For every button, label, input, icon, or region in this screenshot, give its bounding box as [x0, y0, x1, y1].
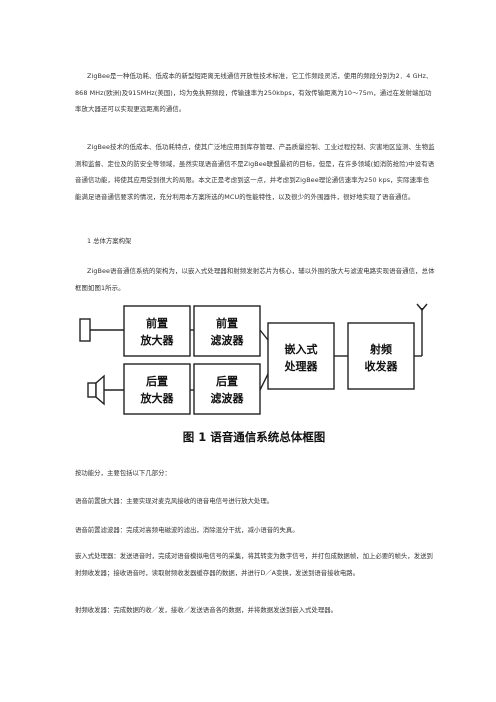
- post-filter-line2: 滤波器: [211, 391, 245, 405]
- pre-filter-line1: 前置: [216, 316, 238, 330]
- architecture-paragraph: ZigBee语音通信系统的架构为，以嵌入式处理器和射频发射芯片为核心，辅以外围的…: [75, 267, 435, 292]
- speaker-icon: [87, 374, 124, 406]
- pre-amp-line2: 放大器: [140, 333, 175, 347]
- rf-block: [347, 322, 415, 390]
- pre-amp-block: [123, 305, 191, 357]
- pre-amp-description: 语音前置放大器：主要实现对麦克风接收的语音电信号进行放大处理。: [75, 497, 274, 505]
- pre-filter-description: 语音前置滤波器：完成对高频电磁波的滤出，消除混分干扰，减小语音的失真。: [75, 526, 299, 534]
- intro-paragraph: ZigBee是一种低功耗、低成本的新型短距离无线通信开放性技术标准，它工作频段灵…: [75, 72, 433, 113]
- processor-block: [267, 322, 335, 390]
- rf-line1: 射频: [369, 342, 392, 356]
- pre-filter-block: [193, 305, 261, 357]
- pre-filter-line2: 滤波器: [211, 333, 245, 347]
- post-amp-block: [123, 363, 191, 415]
- section-heading: 1 总体方案构架: [87, 237, 132, 245]
- processor-line2: 处理器: [284, 359, 319, 373]
- post-amp-line1: 后置: [146, 374, 168, 388]
- post-amp-line2: 放大器: [140, 391, 175, 405]
- pre-amp-line1: 前置: [146, 316, 168, 330]
- post-filter-line1: 后置: [216, 374, 238, 388]
- application-paragraph: ZigBee技术的低成本、低功耗特点，使其广泛地应用到库存管理、产品质量控制、工…: [75, 143, 435, 201]
- figure-caption: 图 1 语音通信系统总体框图: [183, 430, 326, 444]
- antenna-icon: [414, 303, 428, 357]
- rf-line2: 收发器: [365, 359, 399, 373]
- processor-description: 嵌入式处理器：发送语音时，完成对语音模拟电信号的采集，将其转变为数字信号，并打包…: [75, 552, 433, 577]
- function-intro: 按功能分，主要包括以下几部分：: [75, 469, 171, 477]
- block-diagram: 前置 放大器 前置 滤波器 后置 放大器 后置 滤波器 嵌入式 处理器 射频 收…: [79, 303, 428, 444]
- processor-line1: 嵌入式: [285, 342, 318, 356]
- post-filter-block: [193, 363, 261, 415]
- microphone-icon: [79, 318, 124, 342]
- rf-description: 射频收发器：完成数据的收／发，接收／发送语音各的数据，并将数据发送到嵌入式处理器…: [75, 606, 338, 614]
